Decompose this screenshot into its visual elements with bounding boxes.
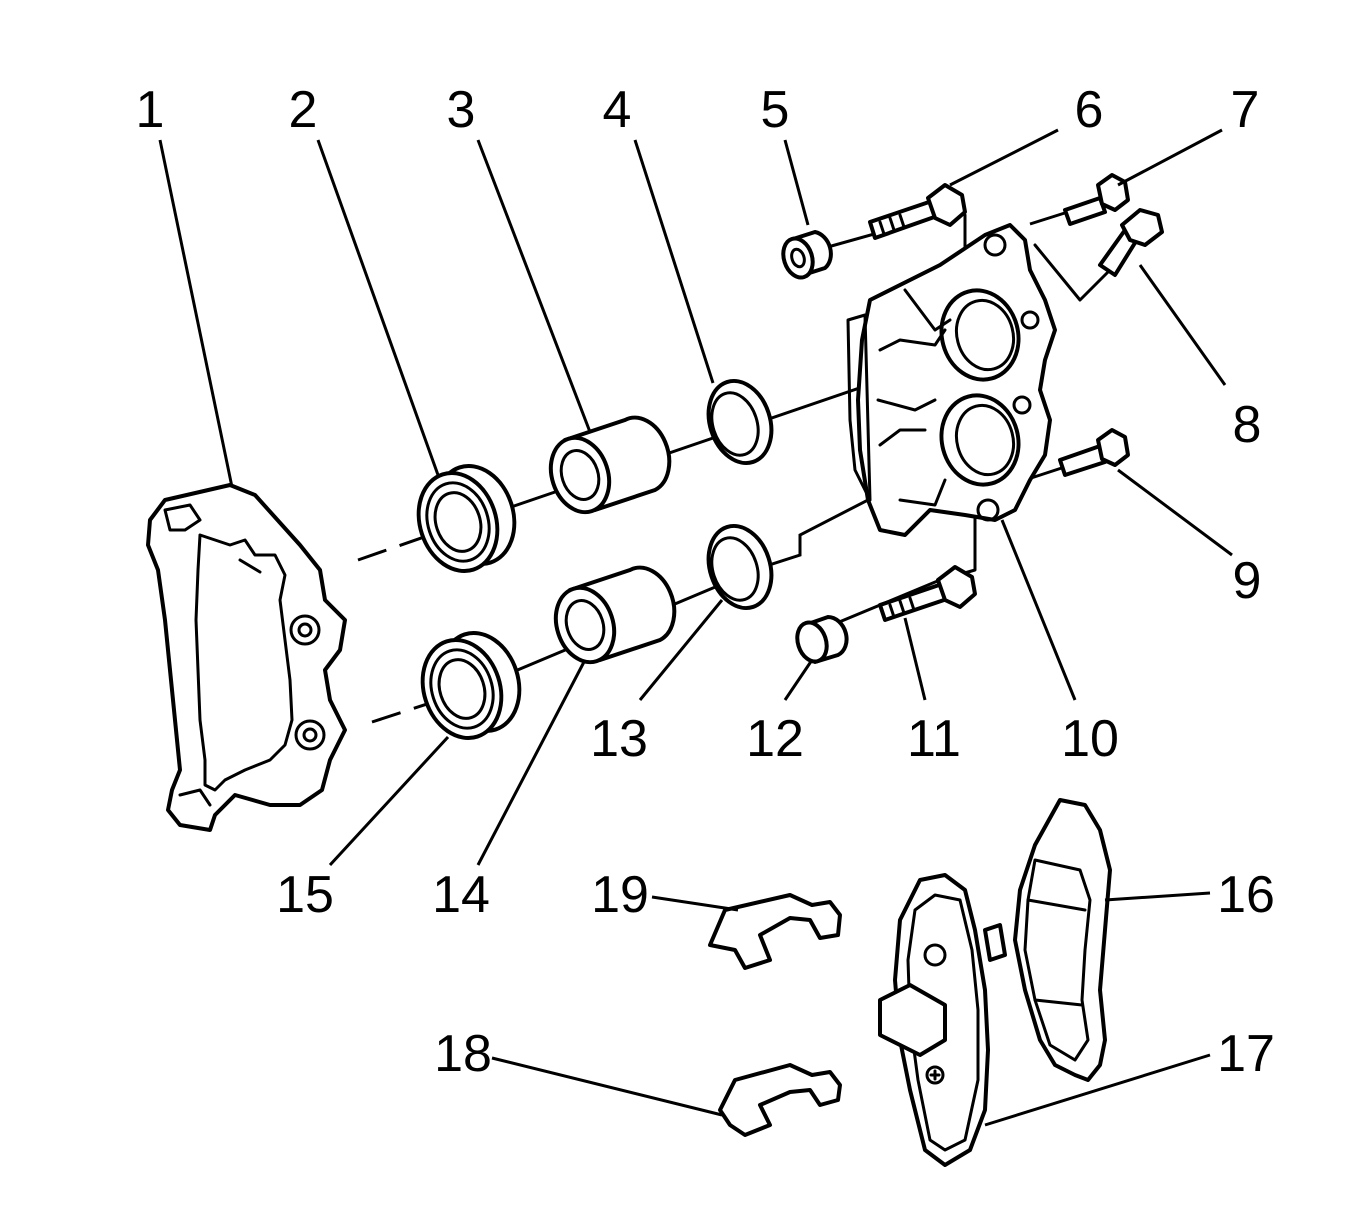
callout-9: 9 (1233, 552, 1262, 610)
callout-19: 19 (591, 866, 649, 924)
leader-12 (783, 659, 814, 701)
caliper-housing (846, 223, 1057, 537)
leader-17 (984, 1053, 1211, 1127)
leader-7 (1117, 128, 1223, 187)
callout-11: 11 (907, 710, 961, 768)
leader-1 (158, 139, 234, 488)
callout-13: 13 (590, 710, 648, 768)
callout-8: 8 (1233, 396, 1262, 454)
callout-1: 1 (136, 81, 165, 139)
pad-clip-upper (708, 893, 842, 970)
leader-14 (476, 659, 587, 866)
bolt-lower (1058, 428, 1130, 477)
brake-pad-inner (878, 873, 1007, 1167)
callout-10: 10 (1061, 710, 1119, 768)
leader-10 (1000, 519, 1077, 701)
pad-clip-lower (718, 1063, 842, 1137)
callout-6: 6 (1075, 81, 1104, 139)
leader-9 (1117, 468, 1233, 557)
leader-16 (1104, 891, 1211, 902)
callout-14: 14 (432, 866, 490, 924)
callout-4: 4 (603, 81, 632, 139)
leader-4 (633, 139, 715, 384)
bolt-upper (1063, 173, 1130, 226)
callout-12: 12 (746, 710, 804, 768)
piston-seal-upper (706, 378, 774, 466)
callout-15: 15 (276, 866, 334, 924)
leader-6 (949, 128, 1059, 187)
leader-2 (316, 139, 440, 476)
callout-16: 16 (1217, 866, 1275, 924)
leader-5 (783, 139, 810, 226)
leader-19 (651, 895, 739, 912)
callout-18: 18 (434, 1025, 492, 1083)
leader-15 (328, 735, 450, 867)
callout-labels: 1 2 3 4 5 6 7 8 9 10 11 12 13 14 15 16 1… (136, 81, 1275, 1083)
caliper-bracket (146, 483, 347, 832)
callout-7: 7 (1231, 81, 1260, 139)
leader-3 (476, 139, 592, 433)
piston-lower (553, 565, 677, 665)
piston-upper (548, 415, 672, 515)
bleeder-valve (1098, 208, 1164, 277)
bushing-upper (781, 230, 833, 280)
brake-pad-outer (1013, 798, 1112, 1082)
leader-13 (638, 599, 724, 701)
guide-pin-upper (868, 183, 967, 240)
callout-5: 5 (761, 81, 790, 139)
leader-8 (1138, 264, 1227, 386)
callout-3: 3 (447, 81, 476, 139)
bushing-lower (795, 615, 849, 664)
leader-lines (158, 128, 1233, 1127)
dust-boot-upper (416, 464, 517, 573)
callout-2: 2 (289, 81, 318, 139)
callout-17: 17 (1217, 1025, 1275, 1083)
leader-11 (903, 617, 927, 701)
leader-18 (491, 1056, 723, 1117)
guide-pin-lower (878, 565, 977, 622)
piston-seal-lower (706, 523, 774, 611)
dust-boot-lower (420, 631, 522, 740)
